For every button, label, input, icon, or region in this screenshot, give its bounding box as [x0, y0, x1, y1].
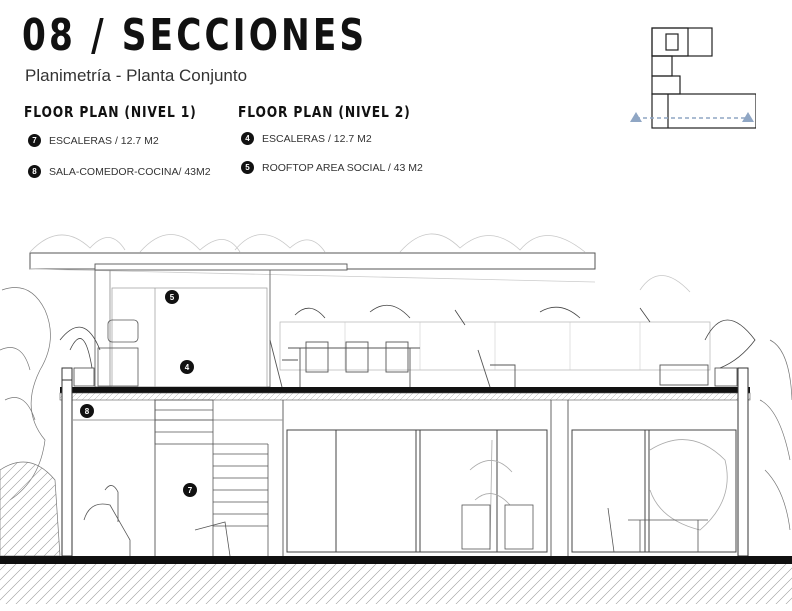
legend-item-escaleras-n2: 4 ESCALERAS / 12.7 M2 [241, 132, 372, 145]
floor-plan-nivel-2-heading: FLOOR PLAN (NIVEL 2) [238, 103, 411, 121]
legend-item-rooftop: 5 ROOFTOP AREA SOCIAL / 43 M2 [241, 161, 423, 174]
legend-badge: 7 [28, 134, 41, 147]
page-title: 08 / SECCIONES [22, 10, 368, 61]
legend-item-escaleras-n1: 7 ESCALERAS / 12.7 M2 [28, 134, 159, 147]
section-marker-7: 7 [183, 483, 197, 497]
floor-plan-nivel-1-heading: FLOOR PLAN (NIVEL 1) [24, 103, 197, 121]
legend-label: ESCALERAS / 12.7 M2 [49, 134, 159, 147]
section-marker-5: 5 [165, 290, 179, 304]
legend-item-sala-comedor-cocina: 8 SALA-COMEDOR-COCINA/ 43M2 [28, 165, 211, 178]
section-drawing [0, 233, 792, 604]
legend-badge: 8 [28, 165, 41, 178]
legend-badge: 5 [241, 161, 254, 174]
key-plan-minimap [630, 27, 756, 129]
legend-badge: 4 [241, 132, 254, 145]
section-marker-8: 8 [80, 404, 94, 418]
legend-label: SALA-COMEDOR-COCINA/ 43M2 [49, 165, 211, 178]
page-subtitle: Planimetría - Planta Conjunto [25, 66, 248, 85]
legend-label: ESCALERAS / 12.7 M2 [262, 132, 372, 145]
legend-label: ROOFTOP AREA SOCIAL / 43 M2 [262, 161, 423, 174]
section-marker-4: 4 [180, 360, 194, 374]
